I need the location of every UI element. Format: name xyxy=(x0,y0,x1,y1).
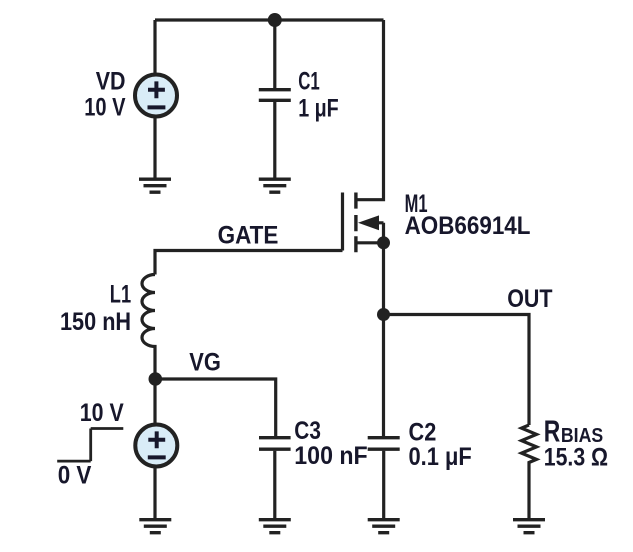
svg-text:VD: VD xyxy=(96,68,126,95)
svg-text:0 V: 0 V xyxy=(58,463,92,490)
svg-text:L1: L1 xyxy=(110,282,131,309)
svg-text:15.3 Ω: 15.3 Ω xyxy=(544,444,608,471)
svg-text:AOB66914L: AOB66914L xyxy=(405,213,531,240)
svg-text:R: R xyxy=(544,413,561,448)
svg-text:0.1 μF: 0.1 μF xyxy=(409,444,472,471)
svg-text:150 nH: 150 nH xyxy=(60,309,131,336)
svg-text:GATE: GATE xyxy=(218,223,279,250)
svg-text:1 μF: 1 μF xyxy=(298,95,339,122)
svg-text:10 V: 10 V xyxy=(84,94,126,121)
svg-text:BIAS: BIAS xyxy=(561,425,603,447)
svg-text:VG: VG xyxy=(189,349,221,376)
svg-text:M1: M1 xyxy=(405,191,428,218)
svg-text:OUT: OUT xyxy=(507,286,552,313)
svg-text:C2: C2 xyxy=(409,419,437,446)
svg-text:10 V: 10 V xyxy=(80,400,124,427)
svg-text:100 nF: 100 nF xyxy=(294,443,367,470)
svg-text:C3: C3 xyxy=(294,418,321,445)
svg-text:C1: C1 xyxy=(298,68,320,95)
